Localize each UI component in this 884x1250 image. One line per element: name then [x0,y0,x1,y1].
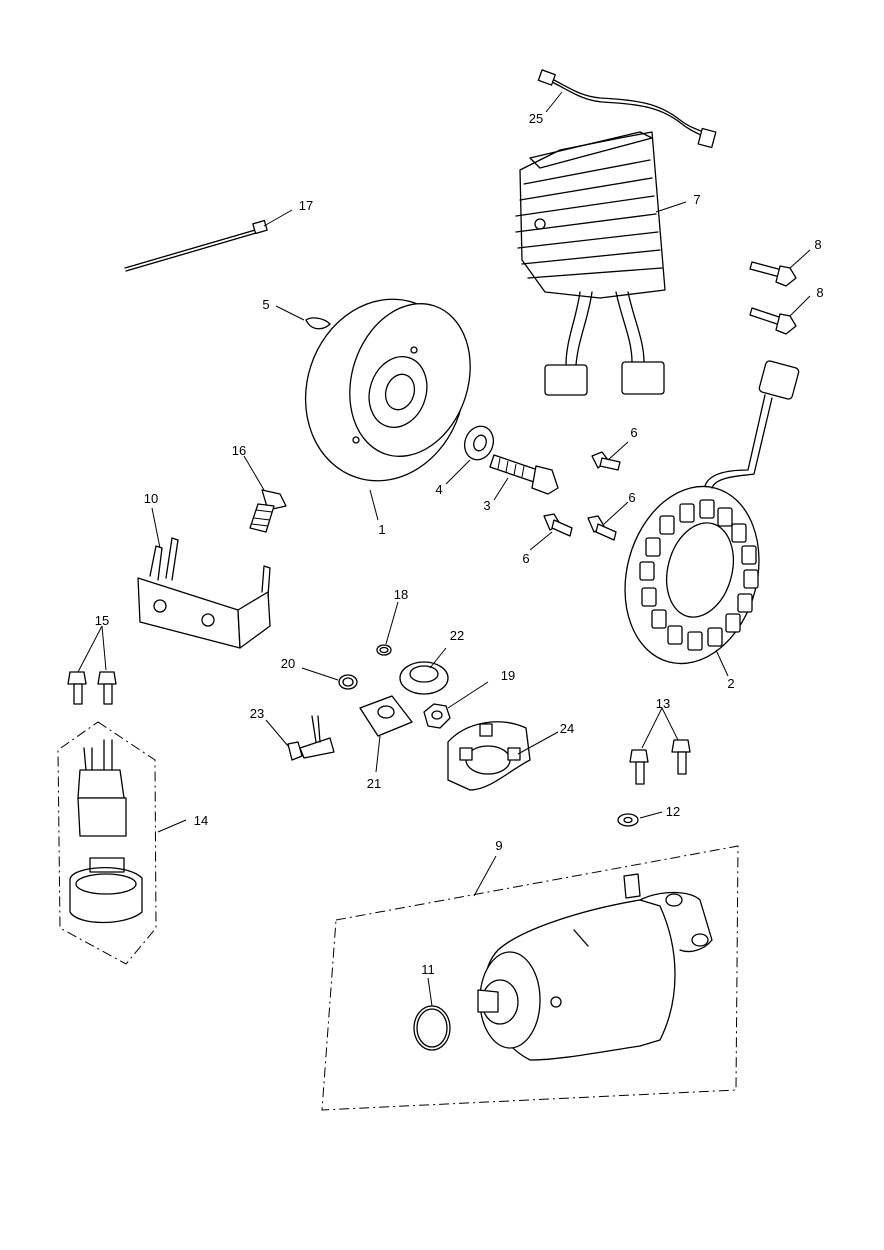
o-ring-small [376,644,392,656]
callout-16: 16 [232,443,246,458]
bracket-bolt [249,489,287,533]
callout-8a: 8 [814,237,821,252]
callout-12: 12 [666,804,680,819]
callout-6b: 6 [628,490,635,505]
callout-18: 18 [394,587,408,602]
starter-nut [617,813,639,827]
callout-11: 11 [421,962,435,977]
callout-8b: 8 [816,285,823,300]
rotor-bolt [489,454,559,495]
callout-2: 2 [727,676,734,691]
starter-relay [57,721,157,965]
callout-21: 21 [367,776,381,791]
callout-14: 14 [194,813,208,828]
terminal-block [359,695,413,737]
callout-labels: 1 2 3 4 5 6 6 6 7 8 8 9 10 11 12 13 14 1… [95,111,824,977]
mounting-bracket [137,537,271,649]
callout-22: 22 [450,628,464,643]
callout-6c: 6 [522,551,529,566]
regulator-rectifier [515,131,666,396]
callout-4: 4 [435,482,442,497]
stator [624,360,800,665]
callout-13: 13 [656,696,670,711]
alternator-rotor [304,298,471,482]
relay-bolts [67,671,117,705]
callout-1: 1 [378,522,385,537]
brush-holder [447,721,531,791]
callout-23: 23 [250,706,264,721]
insulator-bush [399,661,449,695]
callout-25: 25 [529,111,543,126]
o-ring [338,674,358,690]
callout-19: 19 [501,668,515,683]
callout-5: 5 [262,297,269,312]
starter-bolts [629,739,691,785]
starter-o-ring [413,1005,451,1051]
callout-17: 17 [299,198,313,213]
callout-9: 9 [495,838,502,853]
woodruff-key [305,317,331,330]
regulator-bolts [749,261,797,335]
cable-tie [124,219,268,272]
leader-lines [77,91,811,1007]
washer [463,425,495,461]
stator-screws [543,451,621,541]
terminal-screw [287,715,335,761]
callout-3: 3 [483,498,490,513]
terminal-nut [423,703,451,729]
wiring-harness [537,69,717,149]
callout-24: 24 [560,721,574,736]
callout-15: 15 [95,613,109,628]
callout-10: 10 [144,491,158,506]
starter-motor [321,845,739,1111]
callout-7: 7 [693,192,700,207]
callout-20: 20 [281,656,295,671]
callout-6a: 6 [630,425,637,440]
